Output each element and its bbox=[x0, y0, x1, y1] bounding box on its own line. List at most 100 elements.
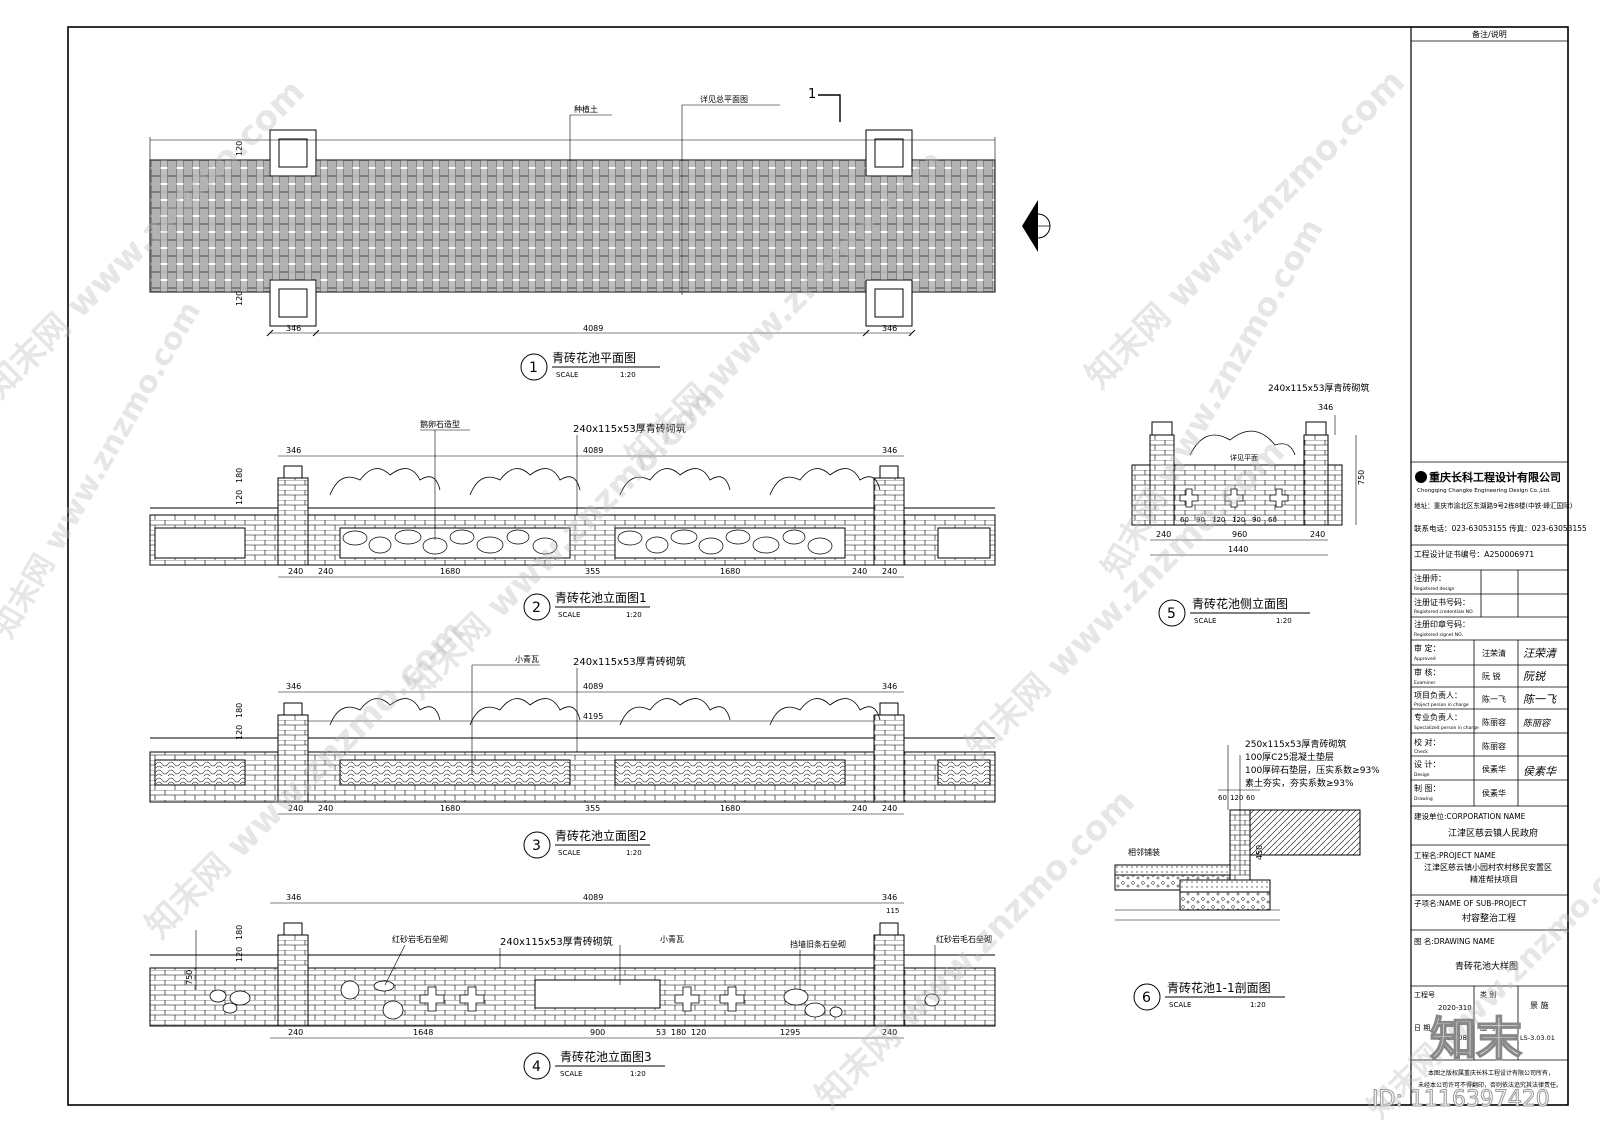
side-view-marker: 5 bbox=[1022, 200, 1051, 252]
corp-label: 建设单位:CORPORATION NAME bbox=[1414, 811, 1526, 821]
svg-text:青砖花池1-1剖面图: 青砖花池1-1剖面图 bbox=[1167, 980, 1271, 995]
watermark-id: ID: 1116397420 bbox=[1372, 1087, 1550, 1112]
svg-text:Design: Design bbox=[1414, 772, 1430, 778]
plan-dim-side-2: 120 bbox=[235, 291, 244, 306]
project-value-2: 精准帮扶项目 bbox=[1470, 874, 1518, 884]
registered-cred-en: Registered credentials NO. bbox=[1414, 609, 1474, 615]
copyright-1: 本图之版权属重庆长科工程设计有限公司所有， bbox=[1428, 1069, 1554, 1077]
svg-text:景 施: 景 施 bbox=[1530, 1000, 1549, 1010]
project-label: 工程名:PROJECT NAME bbox=[1414, 850, 1496, 860]
svg-text:6: 6 bbox=[1142, 990, 1151, 1006]
plan-dim-2: 4089 bbox=[583, 324, 603, 333]
svg-text:2020-310: 2020-310 bbox=[1438, 1004, 1472, 1012]
svg-text:3: 3 bbox=[532, 838, 541, 854]
svg-text:日 期: 日 期 bbox=[1414, 1024, 1430, 1032]
elev1-dim-bot-1: 240 bbox=[288, 567, 303, 576]
drawing-2-title: 2 青砖花池立面图1 SCALE 1:20 bbox=[523, 590, 650, 621]
elev3-dim-bot-7: 1295 bbox=[780, 1028, 800, 1037]
title-block-text: 备注/说明 重庆长科工程设计有限公司 Chongqing Changke Eng… bbox=[1414, 29, 1587, 1089]
elev2-dim-top-1: 346 bbox=[286, 682, 301, 691]
side-callout-plan: 详见平面 bbox=[1230, 453, 1258, 462]
svg-text:1:20: 1:20 bbox=[620, 371, 636, 379]
svg-text:5: 5 bbox=[1167, 606, 1176, 622]
elev1-dim-top-3: 346 bbox=[882, 446, 897, 455]
svg-text:SCALE: SCALE bbox=[558, 849, 580, 857]
side-callout-brick: 240x115x53厚青砖砌筑 bbox=[1268, 382, 1369, 394]
section-note-2: 100厚C25混凝土垫层 bbox=[1245, 751, 1334, 763]
svg-text:4: 4 bbox=[532, 1059, 541, 1075]
side-dim-small-4: 120 bbox=[1232, 516, 1245, 524]
drawing-value: 青砖花池大样图 bbox=[1455, 960, 1518, 972]
svg-text:阮 锐: 阮 锐 bbox=[1482, 671, 1501, 681]
plan-pillar-tr bbox=[865, 129, 913, 177]
elev2-dim-bot-2: 240 bbox=[318, 804, 333, 813]
elev3-dim-bot-1: 240 bbox=[288, 1028, 303, 1037]
plan-dim-3: 346 bbox=[882, 324, 897, 333]
svg-text:青砖花池平面图: 青砖花池平面图 bbox=[552, 350, 636, 365]
section-dim-top-3: 60 bbox=[1246, 794, 1255, 802]
elev1-callout-stone: 鹅卵石造型 bbox=[420, 419, 460, 429]
elev3-dim-left-3: 750 bbox=[185, 970, 194, 985]
section-dim-top-1: 60 bbox=[1218, 794, 1227, 802]
svg-text:设 计：: 设 计： bbox=[1414, 759, 1441, 769]
side-view-mark-num: 5 bbox=[1030, 223, 1040, 229]
svg-text:Check: Check bbox=[1414, 749, 1428, 755]
svg-text:Approved: Approved bbox=[1414, 656, 1436, 662]
svg-text:Project person in charge: Project person in charge bbox=[1414, 702, 1469, 708]
svg-text:Examiner: Examiner bbox=[1414, 680, 1436, 686]
elev1-dim-bot-6: 240 bbox=[852, 567, 867, 576]
section-dim-right: 450 bbox=[1255, 845, 1264, 860]
side-elevation: 240x115x53厚青砖砌筑 详见平面 346 750 60 90 120 1… bbox=[1131, 382, 1369, 556]
side-dim-small-5: 90 bbox=[1252, 516, 1261, 524]
elev3-callout-red-stone-2: 红砂岩毛石垒砌 bbox=[936, 934, 992, 944]
corp-value: 江津区慈云镇人民政府 bbox=[1448, 827, 1538, 839]
svg-text:类 别: 类 别 bbox=[1480, 990, 1496, 999]
elevation-2: 小青瓦 240x115x53厚青砖砌筑 346 4089 4195 346 18… bbox=[149, 654, 996, 815]
svg-text:陈丽容: 陈丽容 bbox=[1482, 741, 1506, 751]
elev2-callout-tile: 小青瓦 bbox=[515, 654, 539, 664]
plan-section-mark: 1 bbox=[808, 87, 816, 102]
elev3-callout-brick: 240x115x53厚青砖砌筑 bbox=[500, 935, 613, 948]
elev3-dim-bot-8: 240 bbox=[882, 1028, 897, 1037]
elev3-dim-bot-3: 900 bbox=[590, 1028, 605, 1037]
svg-text:青砖花池立面图2: 青砖花池立面图2 bbox=[555, 828, 647, 843]
svg-text:知末: 知末 bbox=[1430, 1012, 1522, 1066]
title-block bbox=[1411, 40, 1568, 1061]
elev2-dim-bot-7: 240 bbox=[882, 804, 897, 813]
svg-text:侯素华: 侯素华 bbox=[1482, 764, 1506, 774]
elev1-dim-bot-2: 240 bbox=[318, 567, 333, 576]
plan-pillar-tl bbox=[269, 129, 317, 177]
registered-signet-en: Registered signet NO. bbox=[1414, 632, 1463, 638]
elev2-dim-top-3: 4195 bbox=[583, 712, 603, 721]
elev3-dim-top-1: 346 bbox=[286, 893, 301, 902]
plan-pillar-br bbox=[865, 279, 913, 327]
elev3-dim-bot-2: 1648 bbox=[413, 1028, 433, 1037]
elev1-dim-bot-4: 355 bbox=[585, 567, 600, 576]
drawing-5-title: 5 青砖花池侧立面图 SCALE 1:20 bbox=[1158, 596, 1310, 627]
side-dim-small-1: 60 bbox=[1180, 516, 1189, 524]
drawing-6-title: 6 青砖花池1-1剖面图 SCALE 1:20 bbox=[1133, 980, 1285, 1011]
elev3-dim-top-4: 115 bbox=[886, 907, 899, 915]
svg-text:青砖花池立面图1: 青砖花池立面图1 bbox=[555, 590, 647, 605]
svg-text:审 定：: 审 定： bbox=[1414, 643, 1441, 653]
svg-text:SCALE: SCALE bbox=[558, 611, 580, 619]
svg-text:陈丽容: 陈丽容 bbox=[1482, 717, 1506, 727]
elev2-dim-bot-1: 240 bbox=[288, 804, 303, 813]
elev3-callout-old-stone: 挡墙旧条石垒砌 bbox=[790, 939, 846, 949]
company-contact: 联系电话：023-63053155 传真：023-63053155 bbox=[1414, 523, 1587, 533]
plan-callout-see-plan: 详见总平面图 bbox=[700, 94, 748, 104]
elev2-dim-bot-5: 1680 bbox=[720, 804, 740, 813]
svg-text:Specialized person in charge: Specialized person in charge bbox=[1414, 725, 1479, 731]
svg-text:侯素华: 侯素华 bbox=[1482, 788, 1506, 798]
signature-4: 陈丽容 bbox=[1523, 718, 1551, 729]
subproject-label: 子项名:NAME OF SUB-PROJECT bbox=[1414, 898, 1527, 908]
elev3-dim-bot-6: 120 bbox=[691, 1028, 706, 1037]
sheet-border bbox=[67, 26, 1569, 1106]
side-dim-bot-3: 240 bbox=[1310, 530, 1325, 539]
svg-text:SCALE: SCALE bbox=[556, 371, 578, 379]
svg-text:1:20: 1:20 bbox=[626, 849, 642, 857]
signature-5: 侯素华 bbox=[1523, 765, 1558, 778]
elev2-dim-top-2: 4089 bbox=[583, 682, 603, 691]
elev2-dim-left-1: 180 bbox=[235, 703, 244, 718]
